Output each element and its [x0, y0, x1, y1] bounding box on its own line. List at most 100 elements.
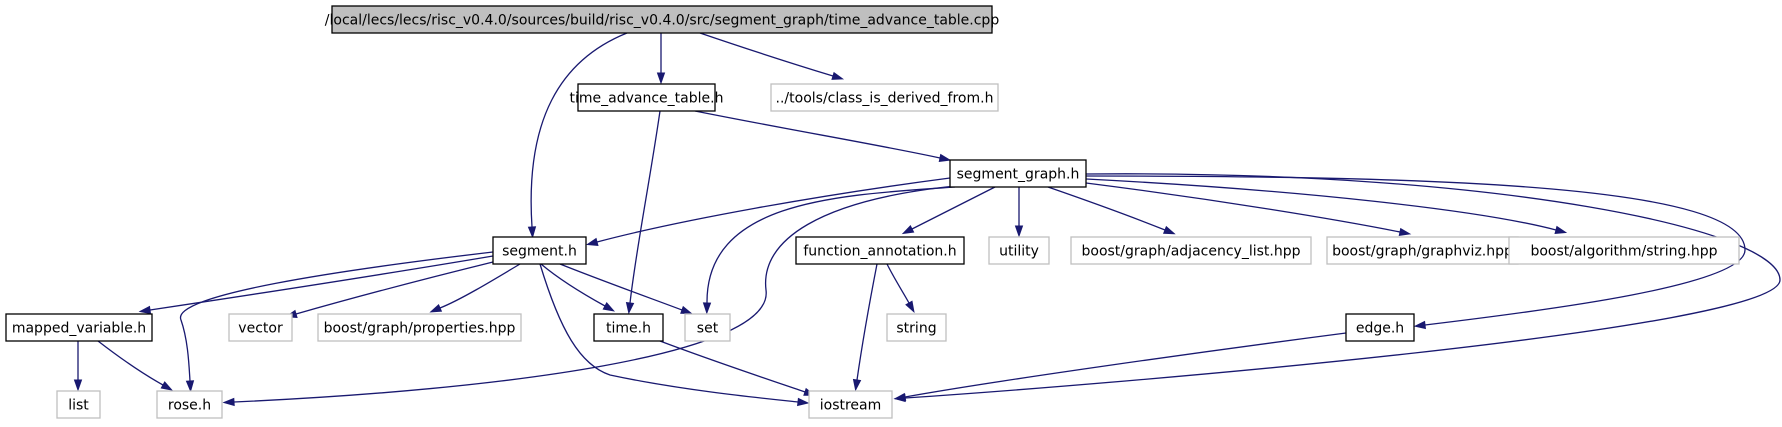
arrowhead: [1554, 225, 1568, 234]
node-box: [795, 236, 965, 265]
node-box: [949, 159, 1087, 188]
edge-line: [904, 173, 1781, 399]
edge-segment-h-to-vector: [284, 261, 494, 318]
node-edge-h[interactable]: edge.h: [1345, 313, 1415, 342]
node-label: boost/graph/properties.hpp: [324, 321, 516, 337]
edge-segment-h-to-rose-h: [180, 251, 494, 393]
node-label: edge.h: [1356, 321, 1404, 337]
edge-segment-graph-h-to-string-hpp: [1085, 178, 1568, 234]
node-label: ../tools/class_is_derived_from.h: [776, 91, 994, 107]
node-box: [886, 313, 947, 342]
edge-mapped-variable-h-to-rose-h: [97, 340, 174, 391]
node-box: [1326, 236, 1519, 265]
edge-segment-h-to-iostream: [539, 263, 810, 407]
edge-time-advance-table-h-to-time-h: [625, 110, 661, 315]
node-iostream: iostream: [808, 390, 893, 419]
arrowhead: [893, 392, 907, 402]
arrowhead: [680, 305, 693, 315]
node-label: list: [68, 398, 89, 414]
edge-line: [1047, 186, 1166, 231]
node-graphviz-hpp: boost/graph/graphviz.hpp: [1326, 236, 1519, 265]
node-string-hpp: boost/algorithm/string.hpp: [1508, 236, 1740, 265]
edge-root-to-segment-h: [527, 32, 628, 239]
edge-line: [539, 263, 799, 403]
node-label: utility: [999, 244, 1039, 260]
node-box: [56, 390, 101, 419]
node-label: time.h: [606, 321, 651, 337]
node-mapped-variable-h[interactable]: mapped_variable.h: [5, 313, 153, 342]
edge-segment-graph-h-to-segment-h: [585, 177, 951, 246]
edge-line: [180, 251, 494, 382]
arrowhead: [797, 397, 810, 407]
edge-mapped-variable-h-to-list: [73, 341, 83, 392]
node-time-advance-table-h[interactable]: time_advance_table.h: [570, 83, 724, 112]
arrowhead: [905, 300, 915, 314]
edge-line: [1085, 175, 1746, 326]
node-box: [156, 390, 223, 419]
node-root[interactable]: /local/lecs/lecs/risc_v0.4.0/sources/bui…: [325, 5, 1000, 34]
node-segment-graph-h[interactable]: segment_graph.h: [949, 159, 1087, 188]
node-rose-h: rose.h: [156, 390, 223, 419]
node-box: [1070, 236, 1312, 265]
edge-line: [596, 177, 951, 243]
edge-root-to-time-advance-table-h: [656, 33, 666, 85]
arrowhead: [222, 397, 235, 407]
edge-segment-graph-h-to-set: [702, 186, 956, 315]
node-label: boost/graph/adjacency_list.hpp: [1082, 244, 1301, 260]
node-vector: vector: [228, 313, 293, 342]
node-label: function_annotation.h: [803, 244, 956, 260]
edge-line: [1085, 182, 1401, 233]
node-time-h[interactable]: time.h: [593, 313, 664, 342]
arrowhead: [1398, 227, 1412, 236]
node-box: [228, 313, 293, 342]
edge-time-advance-table-h-to-segment-graph-h: [694, 110, 952, 162]
edge-line: [886, 263, 910, 304]
node-box: [808, 390, 893, 419]
arrowhead: [185, 380, 195, 393]
node-box: [684, 313, 731, 342]
node-box: [770, 83, 999, 112]
node-segment-h[interactable]: segment.h: [492, 236, 587, 265]
arrowhead: [1014, 225, 1024, 238]
node-box: [988, 236, 1050, 265]
node-label: boost/algorithm/string.hpp: [1530, 244, 1717, 260]
node-box: [331, 5, 993, 34]
edge-segment-graph-h-to-function-annotation-h: [901, 186, 996, 235]
arrowhead: [138, 305, 152, 315]
edge-root-to-class-is-derived-from-h: [699, 32, 845, 80]
edge-line: [694, 110, 941, 159]
edges-layer: [73, 32, 1781, 407]
edge-segment-graph-h-to-iostream: [893, 173, 1781, 403]
node-function-annotation-h[interactable]: function_annotation.h: [795, 236, 965, 265]
node-label: vector: [238, 321, 283, 337]
arrowhead: [602, 302, 616, 312]
edge-line: [530, 32, 628, 228]
arrowhead: [527, 226, 537, 239]
node-list: list: [56, 390, 101, 419]
node-class-is-derived-from-h: ../tools/class_is_derived_from.h: [770, 83, 999, 112]
nodes-layer: /local/lecs/lecs/risc_v0.4.0/sources/bui…: [5, 5, 1740, 419]
edge-line: [856, 263, 878, 381]
edge-segment-h-to-mapped-variable-h: [138, 255, 494, 315]
arrowhead: [1413, 320, 1426, 330]
arrowhead: [656, 72, 666, 85]
edge-line: [699, 32, 834, 77]
node-properties-hpp: boost/graph/properties.hpp: [317, 313, 522, 342]
node-string: string: [886, 313, 947, 342]
node-box: [1508, 236, 1740, 265]
edge-line: [706, 186, 956, 304]
node-label: iostream: [820, 398, 882, 414]
edge-line: [659, 340, 806, 393]
node-box: [492, 236, 587, 265]
node-box: [577, 83, 716, 112]
arrowhead: [852, 378, 862, 392]
arrowhead: [625, 302, 635, 315]
edge-segment-graph-h-to-edge-h: [1085, 175, 1746, 330]
edge-segment-graph-h-to-adjacency-list-hpp: [1047, 186, 1176, 235]
edge-line: [1085, 178, 1557, 231]
arrowhead: [585, 237, 599, 246]
node-label: rose.h: [168, 398, 211, 414]
arrowhead: [938, 153, 952, 162]
arrowhead: [901, 225, 915, 235]
